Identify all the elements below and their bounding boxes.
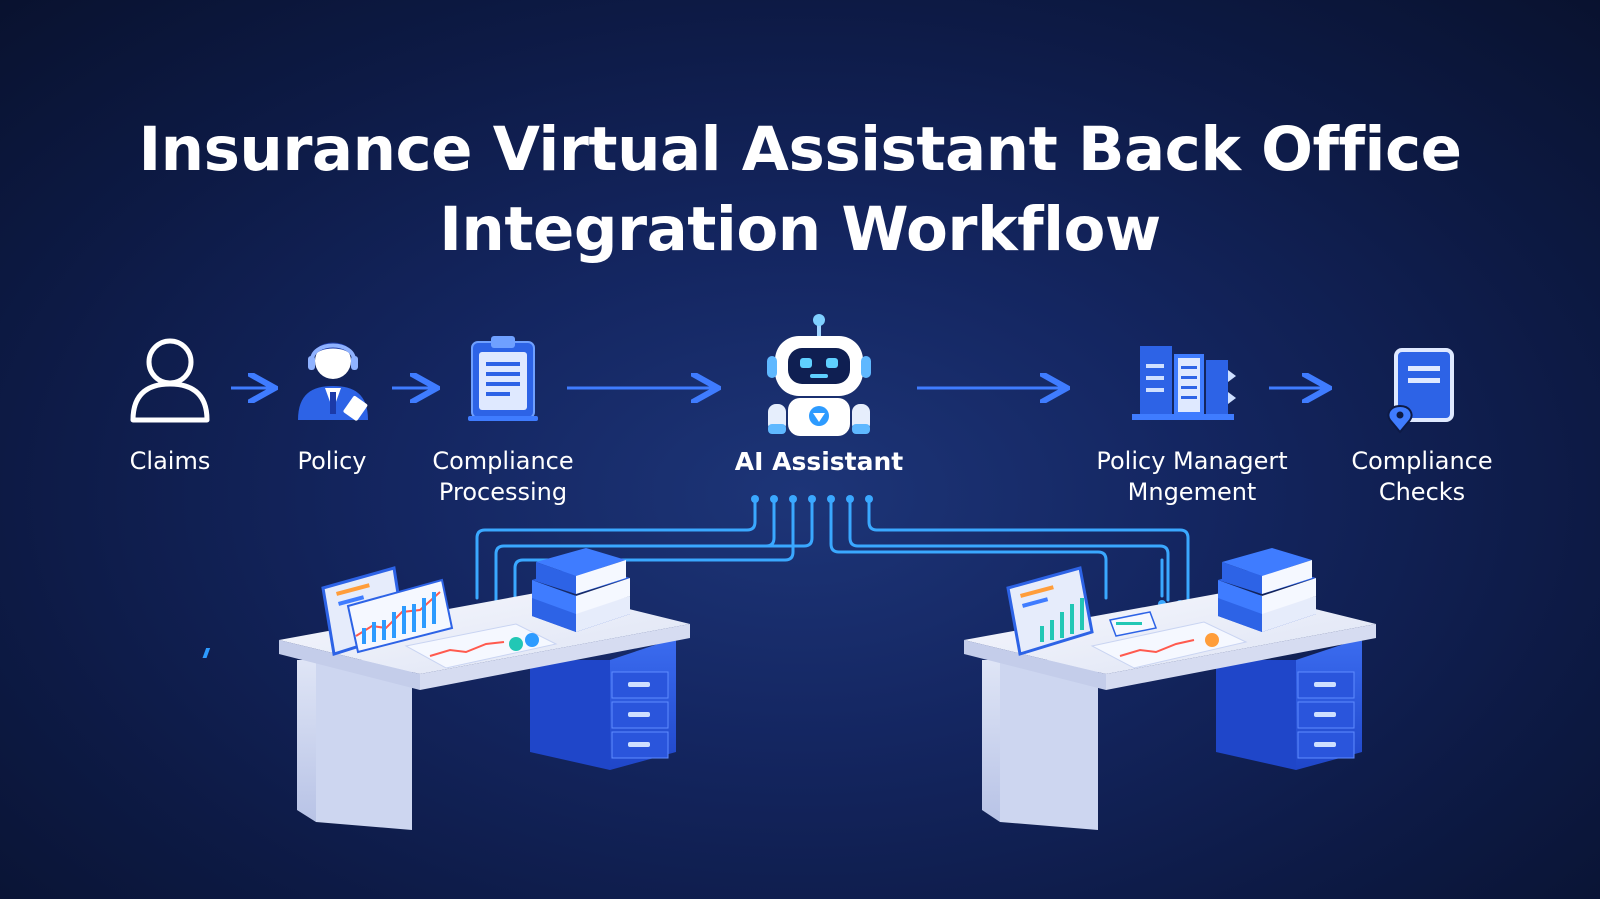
step-label-compliance-processing: Compliance Processing xyxy=(420,446,586,508)
robot-icon xyxy=(767,314,871,436)
clipboard-icon xyxy=(468,336,538,421)
step-label-compliance-checks: Compliance Checks xyxy=(1336,446,1508,508)
step-label-ai-assistant: AI Assistant xyxy=(726,446,912,477)
binders-icon xyxy=(1132,346,1236,420)
step-label-policy-management: Policy Managert Mngement xyxy=(1082,446,1302,508)
left-desk xyxy=(203,548,690,830)
step-label-claims: Claims xyxy=(110,446,230,477)
document-icon xyxy=(1388,350,1452,432)
right-desk xyxy=(964,548,1376,830)
agent-icon xyxy=(298,343,368,422)
step-label-policy: Policy xyxy=(272,446,392,477)
person-icon xyxy=(133,341,207,420)
